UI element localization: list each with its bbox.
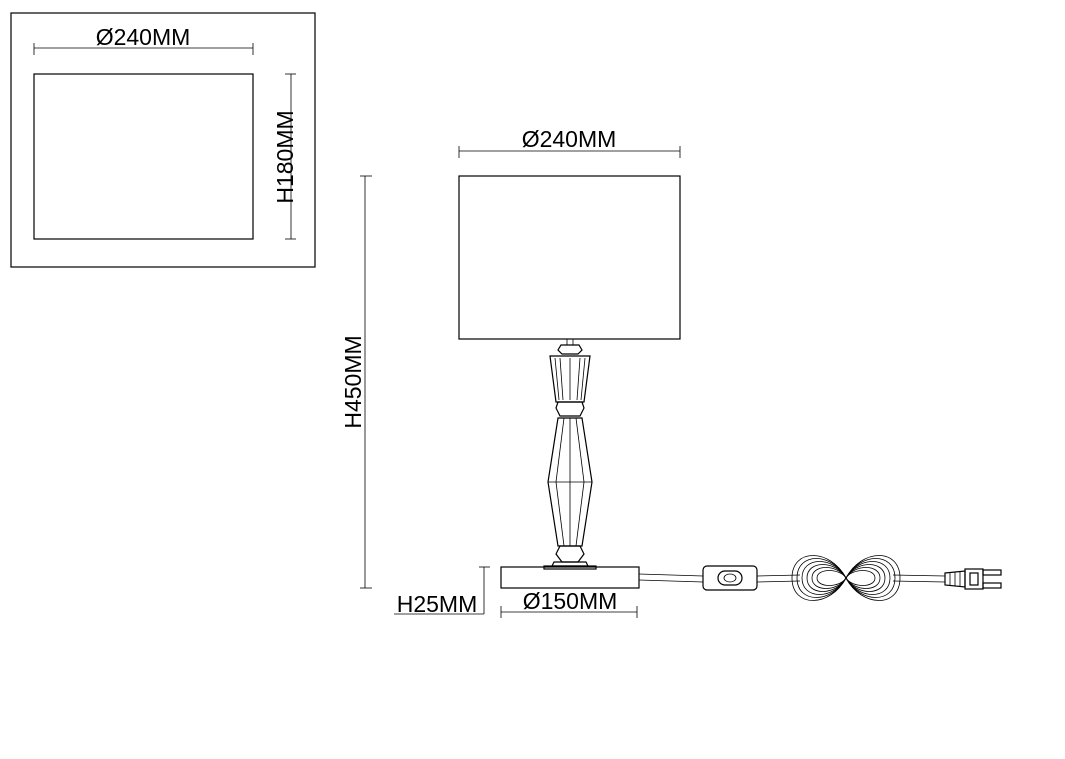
inline-switch xyxy=(702,565,758,591)
shade-width-label: Ø240MM xyxy=(522,126,617,152)
total-height-label: H450MM xyxy=(340,335,366,428)
power-cord xyxy=(638,573,946,583)
lamp-base xyxy=(500,566,640,589)
base-height-dimension xyxy=(394,566,490,615)
detail-width-dimension xyxy=(33,43,254,55)
plug xyxy=(944,568,1002,590)
base-diameter-dimension xyxy=(500,606,638,618)
lamp-drawing: Ø240MM H450MM xyxy=(340,126,1002,618)
base-diameter-label: Ø150MM xyxy=(523,588,618,614)
detail-width-label: Ø240MM xyxy=(96,24,191,50)
lamp-stem xyxy=(543,339,597,570)
lamp-shade xyxy=(458,175,681,340)
shade-detail-panel: Ø240MM H180MM xyxy=(10,12,316,268)
coiled-cord xyxy=(791,555,901,601)
detail-shade-outline xyxy=(33,73,254,240)
detail-height-dimension xyxy=(285,73,296,240)
detail-height-label: H180MM xyxy=(272,110,298,203)
shade-width-dimension xyxy=(458,146,681,158)
base-height-label: H25MM xyxy=(397,591,478,617)
detail-frame xyxy=(10,12,316,268)
total-height-dimension xyxy=(360,175,372,589)
